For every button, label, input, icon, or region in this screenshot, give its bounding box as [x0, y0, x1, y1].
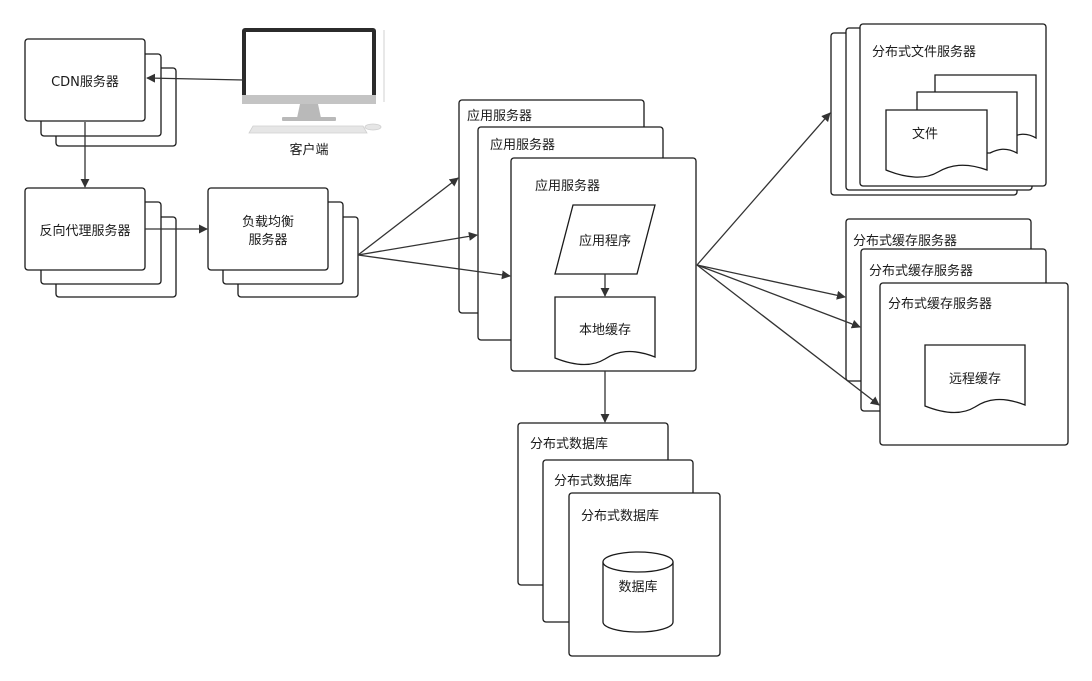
app-server-label-back: 应用服务器	[467, 108, 532, 124]
arrow-app-to-cache-3	[696, 264, 880, 406]
load-balancer-label-line2: 服务器	[248, 232, 287, 248]
file-server-label: 分布式文件服务器	[872, 44, 976, 60]
app-program-label: 应用程序	[579, 233, 631, 249]
arrow-load-balancer-to-app-1	[357, 177, 459, 256]
arrow-app-to-cache-2	[696, 264, 861, 329]
cache-server-label-middle: 分布式缓存服务器	[869, 263, 973, 279]
reverse-proxy-label: 反向代理服务器	[39, 223, 130, 239]
load-balancer-box	[207, 187, 329, 271]
app-server-stack: 应用服务器 应用服务器 应用服务器 应用程序 本地缓存	[458, 99, 697, 372]
file-label: 文件	[912, 127, 938, 142]
file-server-stack: 分布式文件服务器 文件	[830, 23, 1047, 196]
database-server-label-front: 分布式数据库	[581, 508, 659, 524]
arrow-client-to-cdn	[146, 73, 245, 83]
arrow-app-to-cache-1	[696, 264, 846, 300]
arrow-app-to-file-server	[696, 112, 831, 266]
cdn-server-box	[24, 38, 146, 122]
cache-server-stack: 分布式缓存服务器 分布式缓存服务器 分布式缓存服务器 远程缓存	[845, 218, 1069, 446]
connectors	[80, 73, 880, 423]
cache-server-label-back: 分布式缓存服务器	[853, 233, 957, 249]
arrow-load-balancer-to-app-2	[357, 231, 478, 256]
app-program-shape	[554, 204, 656, 275]
app-server-label-front: 应用服务器	[535, 178, 600, 194]
client-label: 客户端	[289, 142, 328, 158]
load-balancer-label-line1: 负载均衡	[242, 215, 294, 230]
cdn-server-label: CDN服务器	[51, 74, 119, 90]
remote-cache-label: 远程缓存	[949, 372, 1001, 387]
load-balancer-stack: 负载均衡 服务器	[207, 187, 359, 298]
database-stack: 分布式数据库 分布式数据库 分布式数据库 数据库	[517, 422, 721, 657]
reverse-proxy-stack: 反向代理服务器	[24, 187, 177, 298]
arrow-load-balancer-to-app-3	[357, 254, 511, 280]
database-server-label-back: 分布式数据库	[530, 436, 608, 452]
local-cache-doc-shape	[554, 296, 656, 366]
local-cache-label: 本地缓存	[579, 323, 631, 338]
app-server-label-middle: 应用服务器	[490, 137, 555, 153]
database-server-label-middle: 分布式数据库	[554, 473, 632, 489]
file-doc-shape	[885, 109, 988, 178]
cache-server-label-front: 分布式缓存服务器	[888, 296, 992, 312]
database-label: 数据库	[618, 579, 657, 595]
database-cylinder-icon	[602, 551, 674, 633]
remote-cache-doc-shape	[924, 344, 1026, 414]
cdn-server-stack: CDN服务器	[24, 38, 177, 147]
client-monitor-icon	[242, 28, 385, 134]
